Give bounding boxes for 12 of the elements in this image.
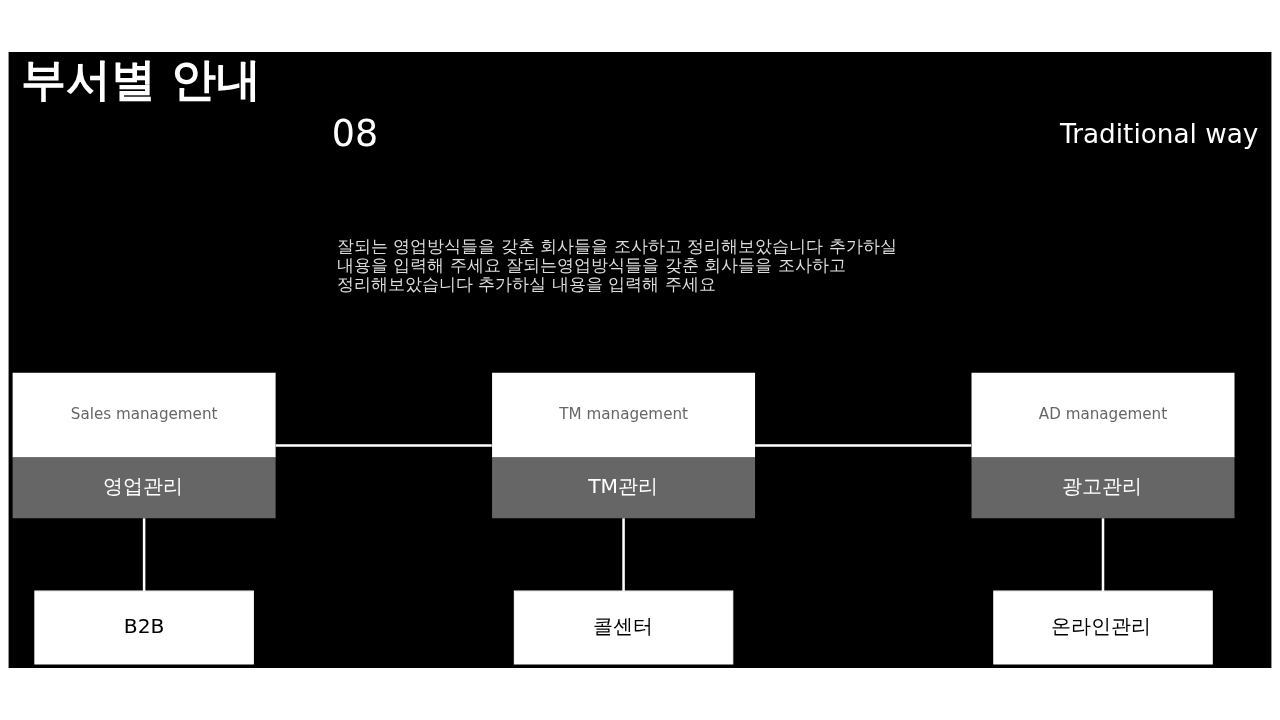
node-box: 온라인관리 [993, 590, 1213, 665]
connector [755, 444, 972, 447]
connector [1101, 518, 1105, 592]
node-box: B2B [34, 590, 254, 665]
connector [142, 518, 146, 592]
connector [275, 444, 492, 447]
label: 08 [331, 111, 379, 155]
label: Traditional way [1060, 119, 1259, 150]
connector [622, 518, 625, 592]
node-box: 콜센터 [513, 590, 734, 665]
label: 잘되는 영업방식들을 갖춘 회사들을 조사하고 정리해보았습니다 추가하실 내용을 입력해 주세요 잘되는영업방식들을 갖춘 회사들을 조사하고 정리해보았습니다 추가하실 내용을 입력해 주세요 [336, 235, 897, 295]
diagram-title: 부서별 안내 [20, 53, 262, 105]
